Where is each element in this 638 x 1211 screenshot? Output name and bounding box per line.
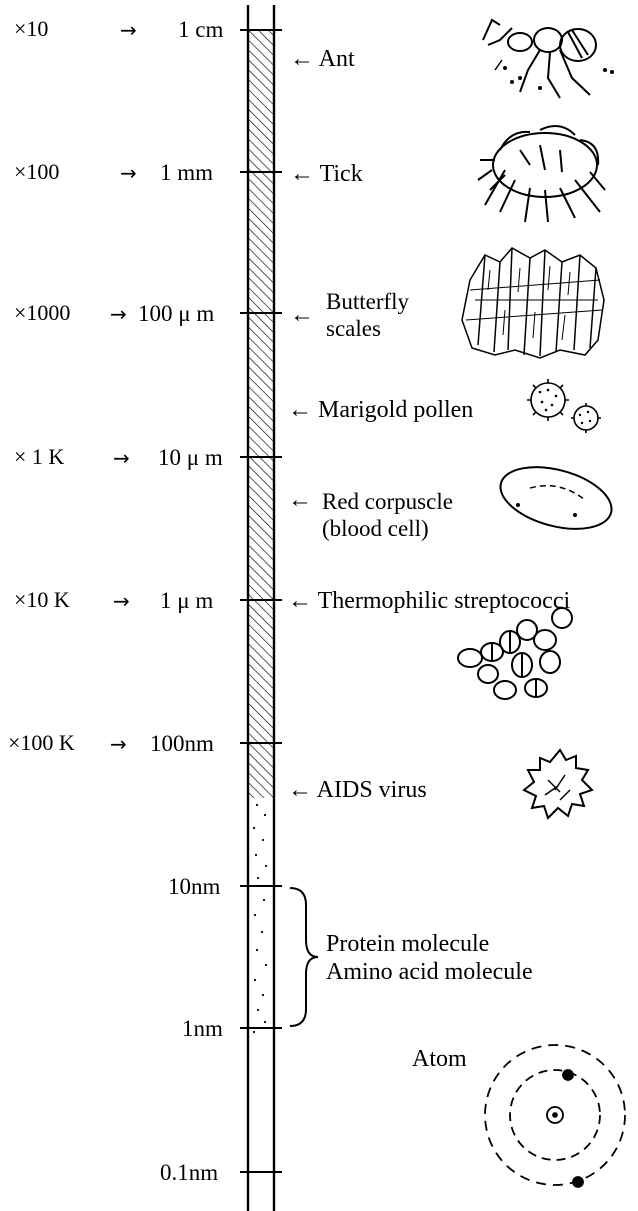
aids-virus-label: ← AIDS virus: [288, 778, 427, 802]
size-label: 10nm: [168, 875, 220, 898]
size-label: 0.1nm: [160, 1161, 218, 1184]
arrow-right-icon: →: [110, 304, 127, 324]
streptococci-illustration: [458, 608, 572, 699]
arrow-left-icon: ←: [288, 488, 312, 512]
ant-illustration: [483, 20, 613, 98]
red-corpuscle-label: Red corpuscle (blood cell): [322, 488, 453, 542]
butterfly-label-line: scales: [326, 315, 409, 342]
protein-brace: [290, 888, 318, 1026]
magnification-label: ×10 K: [14, 589, 70, 611]
protein-label-line: Amino acid molecule: [326, 958, 533, 986]
butterfly-scales-illustration: [462, 248, 604, 358]
arrow-right-icon: →: [120, 163, 137, 183]
arrow-right-icon: →: [120, 20, 137, 40]
magnification-label: ×10: [14, 18, 48, 40]
size-label: 1 cm: [178, 18, 223, 41]
arrow-right-icon: →: [113, 448, 130, 468]
hatched-region: [248, 30, 274, 798]
aids-virus-illustration: [524, 750, 592, 818]
scale-bar: [240, 5, 282, 1211]
butterfly-label-line: Butterfly: [326, 288, 409, 315]
size-label: 1 mm: [160, 161, 213, 184]
marigold-pollen-label: ← Marigold pollen: [288, 398, 473, 422]
arrow-left-icon: ←: [290, 303, 314, 327]
atom-illustration: [485, 1045, 625, 1187]
size-label: 100nm: [150, 732, 214, 755]
magnification-label: ×1000: [14, 302, 70, 324]
stipple-region: [253, 804, 267, 1033]
size-label: 1 μ m: [160, 589, 213, 612]
magnification-label: ×100 K: [8, 732, 75, 754]
butterfly-scales-label: Butterfly scales: [326, 288, 409, 342]
atom-label: Atom: [412, 1047, 467, 1071]
red-corpuscle-label-line: Red corpuscle: [322, 488, 453, 515]
size-label: 100 μ m: [138, 302, 214, 325]
red-corpuscle-label-line: (blood cell): [322, 515, 453, 542]
ant-label: ← Ant: [290, 47, 355, 71]
protein-label: Protein molecule Amino acid molecule: [326, 930, 533, 987]
magnification-label: × 1 K: [14, 446, 64, 468]
tick-illustration: [478, 126, 605, 222]
arrow-right-icon: →: [110, 734, 127, 754]
streptococci-label: ← Thermophilic streptococci: [288, 589, 570, 613]
size-label: 1nm: [182, 1017, 223, 1040]
size-label: 10 μ m: [158, 446, 223, 469]
pollen-illustration: [527, 379, 601, 433]
tick-label: ← Tick: [290, 162, 363, 186]
red-blood-cell-illustration: [494, 456, 619, 540]
protein-label-line: Protein molecule: [326, 930, 533, 958]
magnification-label: ×100: [14, 161, 59, 183]
arrow-right-icon: →: [113, 591, 130, 611]
